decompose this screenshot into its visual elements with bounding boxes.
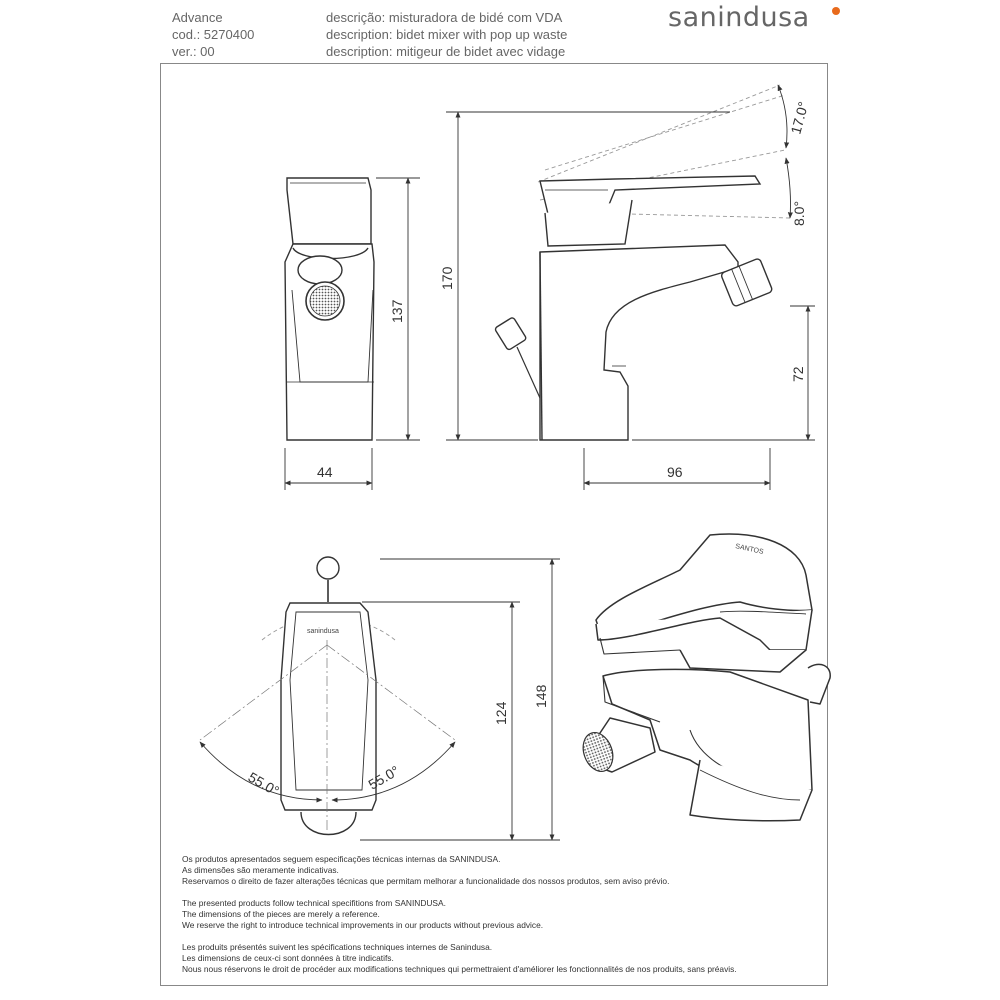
description-fr: description: mitigeur de bidet avec vida… [326,44,566,59]
note-fr-3: Nous nous réservons le droit de procéder… [182,964,737,975]
top-view-dimensions [360,558,560,841]
side-view [494,84,791,441]
notes-english: The presented products follow technical … [182,898,543,932]
drawing-frame [160,63,828,986]
dim-rotation-left: 55.0° [246,769,282,799]
description-pt: descrição: misturadora de bidé com VDA [326,10,563,25]
note-pt-1: Os produtos apresentados seguem especifi… [182,854,501,864]
dim-handle-down-angle: 8.0° [791,201,807,226]
product-version: ver.: 00 [172,44,215,59]
dim-depth-total: 148 [533,684,549,708]
notes-french: Les produits présentés suivent les spéci… [182,942,737,976]
perspective-nozzle-mesh [582,732,614,772]
note-fr-1: Les produits présentés suivent les spéci… [182,942,493,952]
brand-logo: sanindusa [668,2,810,33]
header-product-info: Advance cod.: 5270400 ver.: 00 [172,9,254,60]
perspective-view [589,533,831,822]
brand-logo-mark-icon [832,7,840,15]
dim-height-total: 170 [439,266,455,290]
note-pt-3: Reservamos o direito de fazer alterações… [182,876,670,887]
dim-height-front: 137 [389,299,405,323]
note-pt-2: As dimensões são meramente indicativas. [182,865,339,876]
note-en-1: The presented products follow technical … [182,898,446,908]
dim-width-front: 44 [317,464,333,480]
header-descriptions: descrição: misturadora de bidé com VDA d… [326,9,567,60]
top-view [199,556,456,836]
product-line-name: Advance [172,10,223,25]
dim-height-spout: 72 [790,366,806,382]
note-en-2: The dimensions of the pieces are merely … [182,909,380,920]
top-view-brand-mark: sanindusa [307,628,339,635]
note-en-3: We reserve the right to introduce techni… [182,920,544,931]
note-fr-2: Les dimensions de ceux-ci sont données à… [182,953,394,964]
front-view [284,177,375,441]
dim-handle-up-angle: 17.0° [787,100,811,136]
notes-portuguese: Os produtos apresentados seguem especifi… [182,854,669,888]
description-en: description: bidet mixer with pop up was… [326,27,568,42]
product-code: cod.: 5270400 [172,27,255,42]
side-view-dimensions [446,84,815,490]
dim-depth-inner: 124 [493,701,509,725]
dim-projection: 96 [667,464,683,480]
front-view-dimensions [284,177,420,490]
